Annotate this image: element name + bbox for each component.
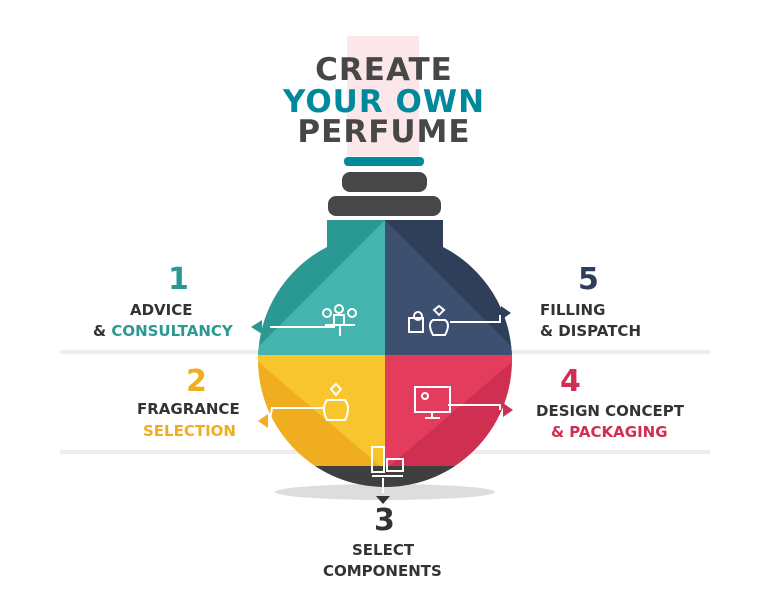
step-2-line-1: FRAGRANCE	[137, 400, 240, 418]
step-1-number: 1	[168, 262, 189, 297]
step-1-line-2: CONSULTANCY	[111, 322, 233, 340]
shadow	[275, 484, 495, 500]
step-4-number: 4	[560, 364, 581, 399]
meeting-icon	[322, 304, 357, 336]
title-line-1: CREATE	[315, 52, 453, 88]
step-5-line-2: & DISPATCH	[540, 322, 641, 340]
arrow-4	[503, 403, 513, 417]
title-line-3: PERFUME	[297, 114, 471, 150]
step-1-line-1: ADVICE	[130, 301, 193, 319]
arrow-1	[251, 320, 262, 334]
title-backdrop	[347, 36, 419, 156]
step-3-line-1: SELECT	[352, 541, 415, 559]
arrow-3	[376, 496, 390, 504]
step-1-prefix: &	[93, 322, 112, 340]
step-5-line-1: FILLING	[540, 301, 606, 319]
step-3-line-2: COMPONENTS	[323, 562, 442, 580]
box-bottle-icon	[408, 304, 449, 336]
arrow-5	[501, 306, 511, 320]
step-5-number: 5	[578, 262, 599, 297]
bottle-cap-ring	[344, 157, 424, 166]
bottle-cap-bottom	[328, 196, 441, 216]
title-line-2: YOUR OWN	[282, 84, 486, 120]
bottle-cap-top	[342, 172, 427, 192]
step-3-number: 3	[374, 503, 395, 538]
step-4-line-1: DESIGN CONCEPT	[536, 402, 684, 420]
monitor-design-icon	[414, 386, 451, 419]
step-2-number: 2	[186, 364, 207, 399]
arrow-2	[258, 414, 268, 428]
components-icon	[371, 446, 404, 477]
perfume-bottle-icon	[323, 382, 349, 421]
step-4-line-2: & PACKAGING	[551, 423, 668, 441]
step-2-line-2: SELECTION	[143, 422, 236, 440]
